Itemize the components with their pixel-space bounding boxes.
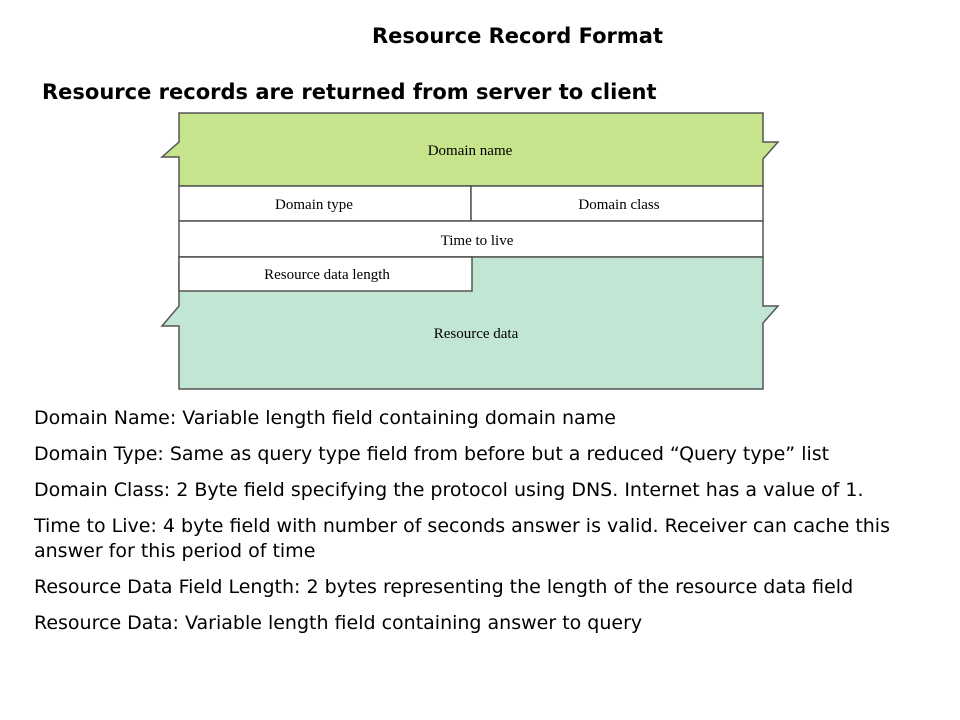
page-subtitle: Resource records are returned from serve… (42, 80, 657, 104)
note-resource-data-length: Resource Data Field Length: 2 bytes repr… (34, 576, 854, 598)
resource-data-length-field (178, 256, 473, 292)
note-time-to-live: Time to Live: 4 byte field with number o… (34, 515, 890, 562)
domain-class-field (470, 185, 764, 222)
note-resource-data: Resource Data: Variable length field con… (34, 612, 643, 634)
note-domain-class: Domain Class: 2 Byte field specifying th… (34, 479, 864, 501)
domain-class-label: Domain class (578, 197, 659, 213)
domain-type-label: Domain type (275, 197, 353, 213)
time-to-live-label: Time to live (441, 233, 514, 249)
resource-record-diagram: Domain name Domain type Domain class Tim… (160, 112, 780, 390)
field-descriptions: Domain Name: Variable length field conta… (34, 406, 954, 647)
page-title: Resource Record Format (371, 24, 663, 48)
resource-data-label: Resource data (434, 326, 519, 342)
domain-name-label: Domain name (428, 143, 513, 159)
note-domain-type: Domain Type: Same as query type field fr… (34, 443, 830, 465)
note-domain-name: Domain Name: Variable length field conta… (34, 407, 616, 429)
resource-data-length-label: Resource data length (264, 267, 390, 283)
